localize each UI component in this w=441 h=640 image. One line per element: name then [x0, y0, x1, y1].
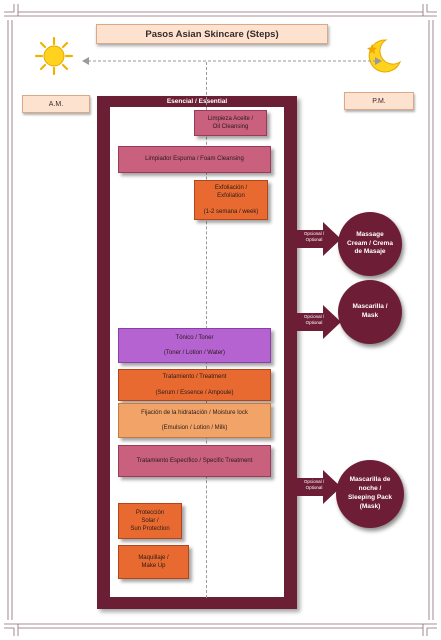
step-line: Fijación de la hidratación / Moisture lo…: [141, 409, 248, 416]
step-foam-cleansing: Limpiador Espuma / Foam Cleansing: [118, 146, 271, 173]
optional-line: Optional: [305, 236, 323, 242]
step-oil-cleansing: Limpieza Aceite / Oil Cleansing: [194, 110, 267, 136]
step-treatment: Tratamiento / Treatment (Serum / Essence…: [118, 369, 271, 401]
step-line: Tratamiento / Treatment: [162, 374, 227, 381]
optional-label: Opcional / Optional: [297, 479, 331, 491]
step-moisture-lock: Fijación de la hidratación / Moisture lo…: [118, 403, 271, 438]
pm-label: P.M.: [344, 92, 414, 110]
moon-icon: [367, 39, 402, 73]
arrow-shape: [295, 305, 341, 339]
step-make-up: Maquillaje / Make Up: [118, 545, 189, 579]
optional-line: Opcional /: [303, 314, 325, 319]
step-line: Solar /: [141, 517, 159, 524]
am-label: A.M.: [22, 95, 90, 113]
arrow-shape: [295, 222, 341, 256]
step-line: (Serum / Essence / Ampoule): [155, 389, 234, 396]
sun-icon: [34, 36, 74, 76]
step-sun-protection: Protección Solar / Sun Protection: [118, 503, 182, 539]
circle-line: noche /: [358, 485, 382, 493]
step-line: Sun Protection: [130, 526, 170, 533]
optional-line: Opcional /: [303, 479, 325, 484]
step-line: Oil Cleansing: [212, 124, 249, 130]
circle-line: Mascarilla /: [352, 303, 388, 311]
step-line: Tónico / Toner: [175, 334, 214, 341]
circle-line: Sleeping Pack: [347, 494, 393, 501]
step-line: Exfoliación /: [214, 185, 248, 192]
step-line: (Toner / Lotion / Water): [163, 350, 226, 356]
optional-arrow: Opcional / Optional: [295, 222, 341, 256]
optional-line: Opcional /: [303, 231, 325, 236]
step-line: Make Up: [141, 563, 166, 569]
optional-sleeping-pack: Mascarilla de noche / Sleeping Pack (Mas…: [336, 460, 404, 528]
circle-line: Massage: [356, 230, 384, 238]
optional-label: Opcional / Optional: [297, 231, 331, 243]
step-line: (1-2 semana / week): [203, 208, 259, 215]
step-specific-treatment: Tratamiento Específico / Specific Treatm…: [118, 445, 271, 477]
circle-line: Mask: [361, 312, 379, 319]
circle-line: de Masaje: [354, 248, 386, 256]
optional-massage-cream: Massage Cream / Crema de Masaje: [338, 212, 402, 276]
circle-line: Cream / Crema: [347, 239, 393, 247]
step-toner: Tónico / Toner (Toner / Lotion / Water): [118, 328, 271, 363]
optional-arrow: Opcional / Optional: [295, 470, 341, 504]
step-line: Protección: [135, 509, 165, 516]
essential-label: Esencial / Essential: [166, 98, 228, 105]
diagram-title: Pasos Asian Skincare (Steps): [96, 24, 328, 44]
step-line: (Emulsion / Lotion / Milk): [161, 425, 228, 431]
circle-line: (Mask): [359, 502, 381, 510]
double-arrow-icon: [82, 57, 382, 65]
optional-line: Optional: [305, 484, 323, 490]
step-line: Limpieza Aceite /: [207, 115, 254, 122]
step-line: Tratamiento Específico / Specific Treatm…: [136, 457, 253, 464]
arrow-shape: [295, 470, 341, 504]
circle-line: Mascarilla de: [349, 476, 391, 484]
step-line: Exfoliation: [217, 193, 245, 200]
optional-mask: Mascarilla / Mask: [338, 280, 402, 344]
step-line: Limpiador Espuma / Foam Cleansing: [145, 156, 244, 163]
optional-line: Optional: [305, 319, 323, 325]
step-exfoliation: Exfoliación / Exfoliation (1-2 semana / …: [194, 180, 268, 220]
optional-arrow: Opcional / Optional: [295, 305, 341, 339]
step-line: Maquillaje /: [138, 554, 169, 561]
optional-label: Opcional / Optional: [297, 314, 331, 326]
